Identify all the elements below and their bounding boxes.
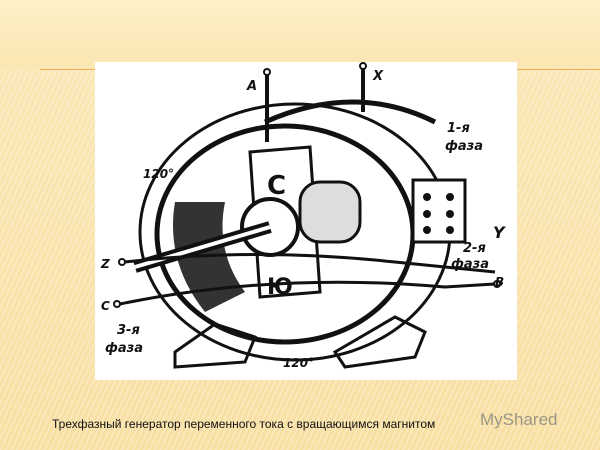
terminal-box bbox=[411, 178, 467, 244]
terminal-b bbox=[493, 280, 501, 288]
terminal-z bbox=[118, 258, 126, 266]
stator-shade bbox=[173, 202, 245, 312]
label-pole-n: С bbox=[267, 171, 286, 201]
rotor-body bbox=[298, 180, 362, 244]
foot-right bbox=[332, 315, 427, 369]
label-b: В bbox=[495, 275, 504, 289]
slide-caption: Трехфазный генератор переменного тока с … bbox=[52, 417, 436, 431]
label-phase1-word: фаза bbox=[445, 139, 483, 154]
label-z: Z bbox=[100, 257, 110, 271]
label-a: А bbox=[246, 79, 257, 94]
watermark-logo: MyShared bbox=[480, 410, 558, 429]
label-phase1: 1-я bbox=[447, 121, 470, 136]
label-angle-bottom: 120° bbox=[283, 356, 314, 370]
label-x: X bbox=[372, 69, 384, 84]
label-phase3: 3-я bbox=[117, 323, 140, 338]
label-angle-top: 120° bbox=[143, 167, 174, 181]
generator-illustration: А X 1-я фаза Y 2-я фаза В Z С 3-я фаза 1… bbox=[95, 62, 517, 380]
foot-left bbox=[173, 322, 257, 369]
label-pole-s: Ю bbox=[267, 275, 293, 300]
terminal-c bbox=[113, 300, 121, 308]
winding-phase2 bbox=[124, 253, 496, 274]
label-phase3-word: фаза bbox=[105, 341, 143, 356]
shaft-highlight bbox=[134, 225, 271, 269]
label-phase2-word: фаза bbox=[451, 257, 489, 272]
terminal-a bbox=[263, 68, 271, 76]
label-phase2: 2-я bbox=[463, 241, 486, 256]
terminal-bolts bbox=[423, 193, 454, 234]
terminal-x bbox=[359, 62, 367, 70]
label-c: С bbox=[101, 299, 110, 313]
label-y: Y bbox=[493, 223, 506, 242]
winding-phase1 bbox=[263, 99, 437, 125]
winding-phase3 bbox=[119, 280, 496, 306]
